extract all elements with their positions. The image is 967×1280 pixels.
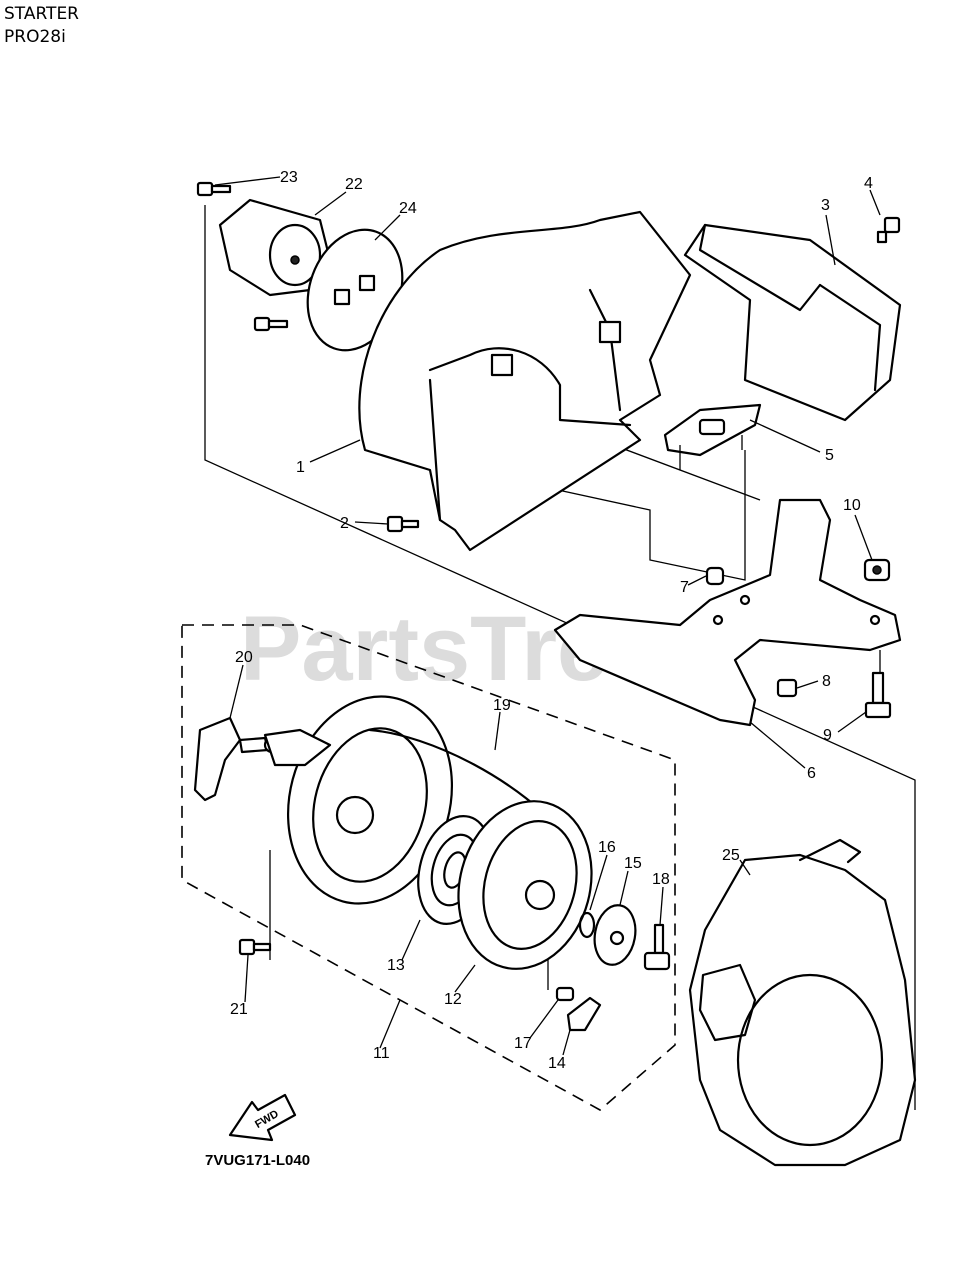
callout-leaders [214,176,881,1056]
callout-23: 23 [280,169,298,186]
part-5-plate [663,403,762,470]
callout-24: 24 [399,200,417,217]
callout-10: 10 [843,497,861,514]
callout-13: 13 [387,957,405,974]
part-20-starter-handle [193,716,281,802]
callout-8: 8 [822,673,831,690]
callout-19: 19 [493,697,511,714]
callout-20: 20 [235,649,253,666]
callout-12: 12 [444,991,462,1008]
callout-25: 25 [722,847,740,864]
part-24-plate [306,228,404,352]
part-bolt-small [253,316,289,332]
callout-21: 21 [230,1001,248,1018]
callout-9: 9 [823,727,832,744]
part-18-screw [643,923,671,971]
callout-3: 3 [821,197,830,214]
fwd-direction-arrow: FWD [228,1093,297,1142]
part-1-fan-housing [358,210,692,552]
callout-11: 11 [373,1045,390,1062]
part-25-fan-shroud [688,838,917,1167]
diagram-code: 7VUG171-L040 [205,1152,310,1169]
callout-1: 1 [296,459,305,476]
part-23-bolt [196,181,232,197]
part-14-ratchet [566,996,602,1032]
callout-6: 6 [807,765,816,782]
part-3-cover [683,223,902,422]
callout-14: 14 [548,1055,566,1072]
part-8-nut [776,678,798,698]
part-12-pulley [457,800,593,970]
callout-4: 4 [864,175,873,192]
part-6-frame [553,498,902,727]
callout-7: 7 [680,579,689,596]
part-16-ring [578,911,596,939]
part-15-washer [593,904,637,966]
part-22-bracket [218,198,332,297]
part-4-bolt [876,216,901,244]
callout-22: 22 [345,176,363,193]
callout-16: 16 [598,839,616,856]
callout-15: 15 [624,855,642,872]
diagram-section-title: STARTER [4,4,79,24]
callout-18: 18 [652,871,670,888]
callout-2: 2 [340,515,349,532]
part-2-bolt [386,515,420,533]
callout-17: 17 [514,1035,532,1052]
part-21-bolt [238,938,272,956]
part-17-spring [555,986,575,1002]
callout-5: 5 [825,447,834,464]
model-name: PRO28i [4,27,66,47]
part-9-bolt [864,671,892,719]
part-starter-case [263,695,454,905]
part-7-grommet [705,566,725,586]
callout-labels: 1 2 3 4 5 6 7 8 9 10 11 12 13 14 15 16 1… [230,169,873,1072]
recoil-starter-assembly-outline [181,624,676,1111]
part-10-nut [863,558,891,582]
